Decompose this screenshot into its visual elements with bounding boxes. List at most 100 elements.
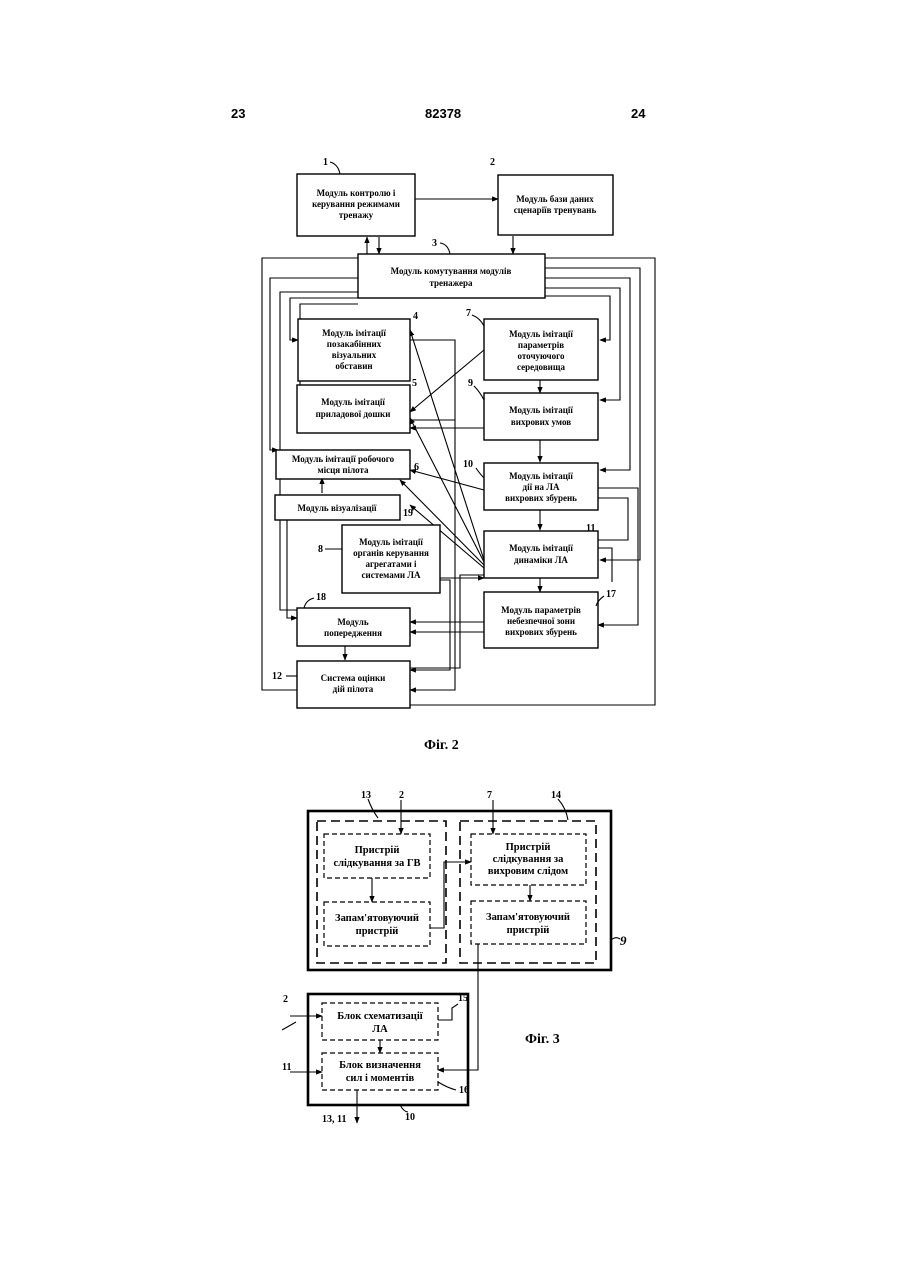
b3-line: Модуль комутування модулів [391,266,512,276]
ref-14: 14 [551,790,561,801]
b8-line: агрегатами і [365,559,417,569]
forces-moments-block [322,1053,438,1090]
svg-text:Модуль візуалізації: Модуль візуалізації [297,503,377,513]
b7-line: Модуль імітації [509,329,573,339]
svg-text:Модуль параметрівнебезпечної з: Модуль параметрівнебезпечної зонивихрови… [501,605,581,637]
schematization-line: Блок схематизації [337,1011,422,1022]
b17-line: вихрових збурень [505,627,577,637]
b4-line: Модуль імітації [322,328,386,338]
ref-8: 8 [318,544,323,555]
ref-10-bottom: 10 [405,1112,415,1123]
block-18-warning [297,608,410,646]
b1-line: тренажу [339,210,374,220]
ref-17: 17 [606,589,616,600]
b12-line: Система оцінки [321,673,386,683]
svg-text:Пристрійслідкування за ГВ: Пристрій слідкування за ГВ [333,845,420,869]
forces-line: Блок визначення [339,1060,421,1071]
b9-line: вихрових умов [511,417,571,427]
b7-line: оточуючого [518,351,565,361]
memory-block-a [324,902,430,946]
svg-text:Модуль імітаціїпараметрівоточу: Модуль імітаціїпараметрівоточуючогосеред… [509,329,573,372]
b2-line: Модуль бази даних [516,194,594,204]
b6-line: Модуль імітації робочого [292,454,395,464]
ref-18: 18 [316,592,326,603]
output-13-11: 13, 11 [322,1114,346,1125]
b8-line: органів керування [353,548,429,558]
ref-12: 12 [272,671,282,682]
b10-line: вихрових збурень [505,493,577,503]
b6-line: місця пілота [317,465,369,475]
b5-line: приладової дошки [316,409,391,419]
ref-16: 16 [459,1085,469,1096]
b2-line: сценаріїв тренувань [514,205,597,215]
schematization-line: ЛА [372,1024,388,1035]
b18-line: попередження [324,628,382,638]
schematization-block [322,1003,438,1040]
b19-line: Модуль візуалізації [297,503,377,513]
ref-1: 1 [323,157,328,168]
svg-text:Запам'ятовуючийпристрій: Запам'ятовуючий пристрій [486,912,570,936]
b4-line: візуальних [332,350,377,360]
ref-6: 6 [414,462,419,473]
b12-line: дій пілота [333,684,374,694]
b18-line: Модуль [337,617,368,627]
b4-line: обставин [335,361,372,371]
b7-line: параметрів [518,340,564,350]
tracker-vortex-block [471,834,586,885]
memory-b-line: Запам'ятовуючий [486,912,570,923]
memory-b-line: пристрій [507,925,550,936]
b8-line: системами ЛА [362,570,421,580]
ref-7-top: 7 [487,790,492,801]
ref-3: 3 [432,238,437,249]
fig3-block-labels: Пристрій слідкування за ГВ Запам'ятовуючи… [333,842,569,1084]
b1-line: керування режимами [312,199,400,209]
b11-line: динаміки ЛА [514,555,568,565]
memory-a-line: Запам'ятовуючий [335,913,419,924]
b17-line: Модуль параметрів [501,605,581,615]
figure-2-caption: Фіг. 2 [424,738,459,753]
b11-line: Модуль імітації [509,543,573,553]
tracker-gv-line: слідкування за ГВ [333,858,420,869]
memory-block-b [471,901,586,944]
tracker-vortex-line: вихровим слідом [488,866,568,877]
ref-15: 15 [458,993,468,1004]
tracker-vortex-line: Пристрій [506,842,551,853]
b10-line: Модуль імітації [509,471,573,481]
tracker-gv-block [324,834,430,878]
fig3-frames [308,811,611,1105]
ref-9: 9 [468,378,473,389]
ref-2-top: 2 [399,790,404,801]
ref-5: 5 [412,378,417,389]
tracker-gv-line: Пристрій [355,845,400,856]
block-10-frame [308,994,468,1105]
fig3-blocks [322,834,586,1090]
svg-text:Блок визначеннясил і моментів: Блок визначення сил і моментів [339,1060,421,1084]
block-9-frame [308,811,611,970]
fig3-reference-numbers: 13 2 7 14 9 2 15 11 16 10 13, 11 [282,790,627,1125]
ref-7: 7 [466,308,471,319]
svg-text:Блок схематизаціїЛА: Блок схематизаціїЛА [337,1011,422,1035]
b17-line: небезпечної зони [507,616,575,626]
svg-text:Запам'ятовуючийпристрій: Запам'ятовуючий пристрій [335,913,419,937]
block-13-dashed-group [317,821,446,963]
ref-2: 2 [490,157,495,168]
memory-a-line: пристрій [356,926,399,937]
ref-19: 19 [403,508,413,519]
figure-2-block-diagram: Модуль контролю ікерування режимамитрена… [0,0,900,760]
b7-line: середовища [517,362,565,372]
ref-13: 13 [361,790,371,801]
svg-text:Пристрійслідкування завихровим: Пристрійслідкування завихровим слідом [488,842,568,877]
ref-11: 11 [586,523,595,534]
figure-3-caption: Фіг. 3 [525,1032,560,1047]
b8-line: Модуль імітації [359,537,423,547]
b10-line: дії на ЛА [523,482,560,492]
ref-10: 10 [463,459,473,470]
b4-line: позакабінних [327,339,382,349]
b9-line: Модуль імітації [509,405,573,415]
b1-line: Модуль контролю і [317,188,396,198]
block-14-dashed-group [460,821,596,963]
forces-line: сил і моментів [346,1073,415,1084]
tracker-vortex-line: слідкування за [493,854,564,865]
ref-2-left: 2 [283,994,288,1005]
b5-line: Модуль імітації [321,397,385,407]
